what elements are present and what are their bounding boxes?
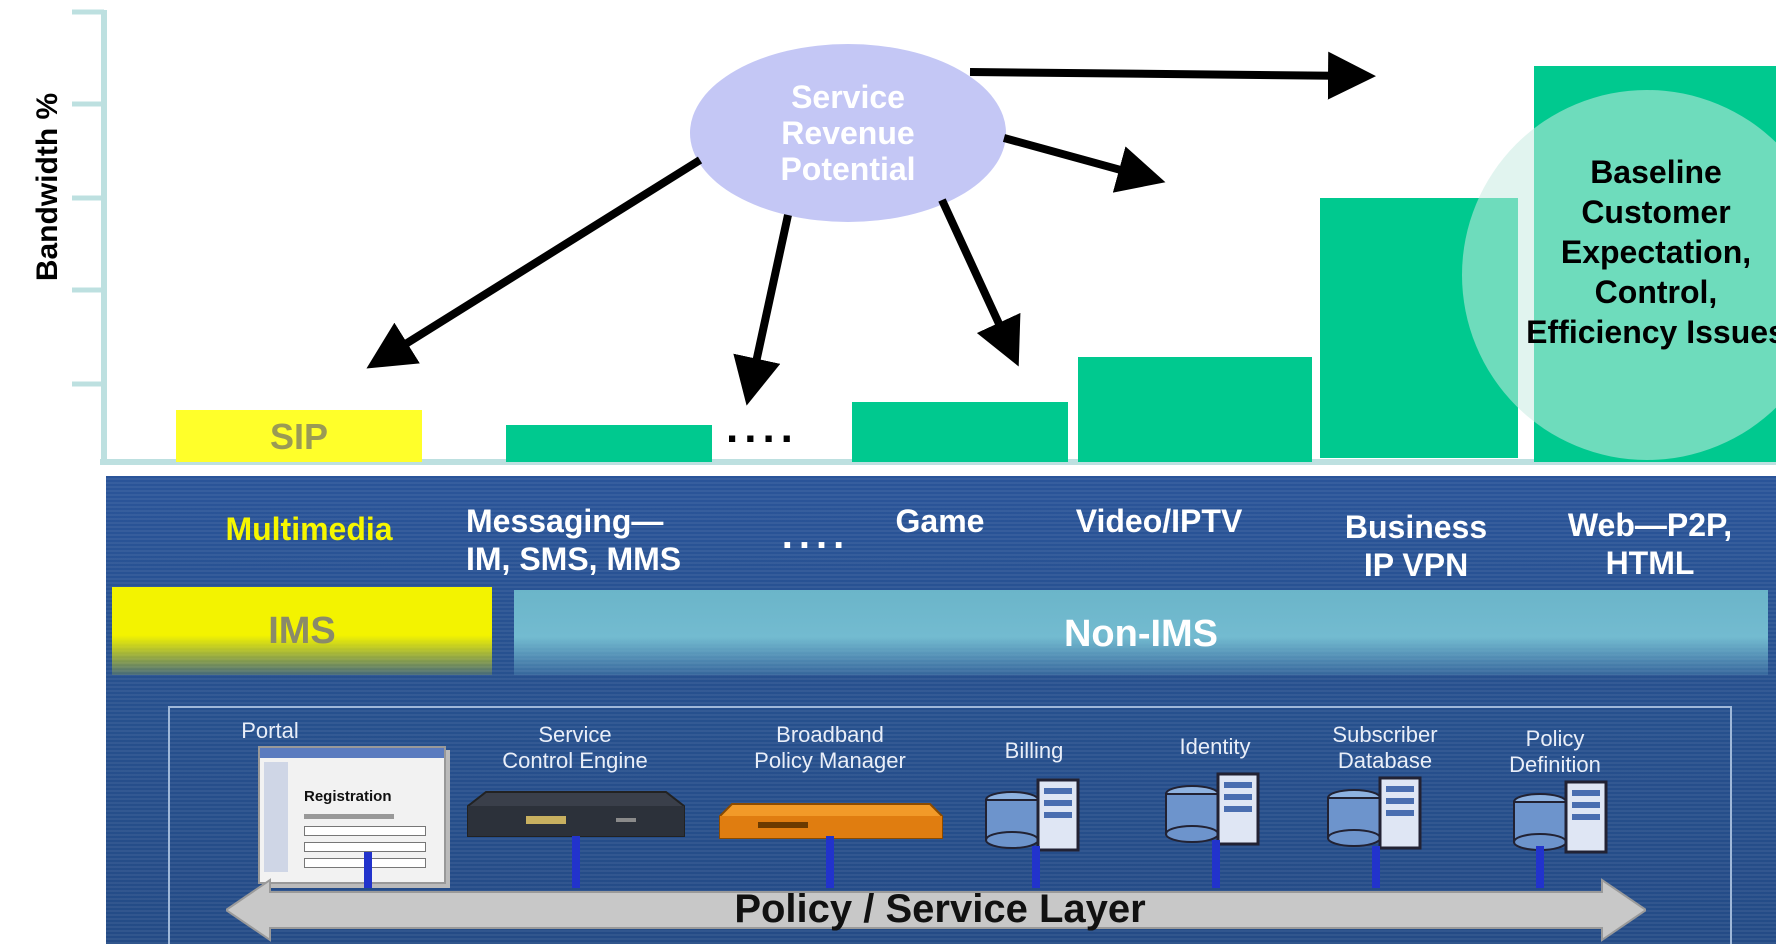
subscriber-database-icon — [1327, 776, 1422, 850]
arrow-to-sip — [366, 156, 703, 369]
revenue-bubble: Service Revenue Potential — [690, 44, 1006, 222]
billing-server-icon — [985, 778, 1080, 852]
arrow-to-game — [938, 198, 1021, 367]
baseline-text: Baseline Customer Expectation, Control, … — [1526, 154, 1776, 350]
stem-identity — [1212, 840, 1220, 888]
stem-sce — [572, 836, 580, 888]
service-dots: .... — [781, 513, 851, 557]
broadband-policy-manager-device — [719, 803, 943, 839]
service-messaging: Messaging— IM, SMS, MMS — [466, 503, 682, 577]
policy-layer-box — [168, 706, 1732, 944]
video-bar — [1078, 357, 1312, 462]
messaging-bar — [506, 425, 712, 462]
label-subscriber: Subscriber Database — [1332, 722, 1438, 773]
service-game: Game — [895, 503, 985, 539]
axes — [72, 9, 1776, 465]
stem-bpm — [826, 836, 834, 888]
baseline-circle — [1462, 90, 1776, 460]
stem-policy-def — [1536, 846, 1544, 888]
non-ims-block: Non-IMS — [514, 590, 1768, 675]
sip-bar: SIP — [176, 410, 422, 462]
revenue-arrows — [366, 51, 1376, 406]
service-control-engine-device — [467, 791, 685, 837]
arrow-to-dots — [733, 214, 792, 406]
portal-screen: Registration — [258, 746, 446, 884]
arrow-to-web — [969, 51, 1376, 100]
arrow-to-video — [1002, 134, 1166, 193]
policy-layer-label: Policy / Service Layer — [734, 887, 1146, 931]
revenue-bubble-text: Service Revenue Potential — [780, 79, 916, 187]
label-billing: Billing — [1004, 738, 1064, 763]
service-business: Business IP VPN — [1344, 509, 1488, 583]
stem-billing — [1032, 846, 1040, 888]
identity-server-icon — [1165, 772, 1260, 846]
stem-portal — [364, 852, 372, 888]
dots-top: .... — [726, 403, 799, 452]
game-bar — [852, 402, 1068, 462]
label-sce: Service Control Engine — [502, 722, 648, 773]
label-policy-def: Policy Definition — [1509, 726, 1601, 777]
service-multimedia: Multimedia — [225, 511, 393, 547]
label-portal: Portal — [241, 718, 299, 743]
service-web: Web—P2P, HTML — [1567, 507, 1733, 581]
ims-block: IMS — [112, 587, 492, 675]
policy-layer-arrow — [226, 878, 1646, 942]
label-identity: Identity — [1179, 734, 1251, 759]
service-video: Video/IPTV — [1075, 503, 1243, 539]
label-bpm: Broadband Policy Manager — [754, 722, 906, 773]
stem-subscriber — [1372, 846, 1380, 888]
policy-definition-server-icon — [1513, 780, 1608, 854]
portal-form-title: Registration — [304, 788, 392, 805]
